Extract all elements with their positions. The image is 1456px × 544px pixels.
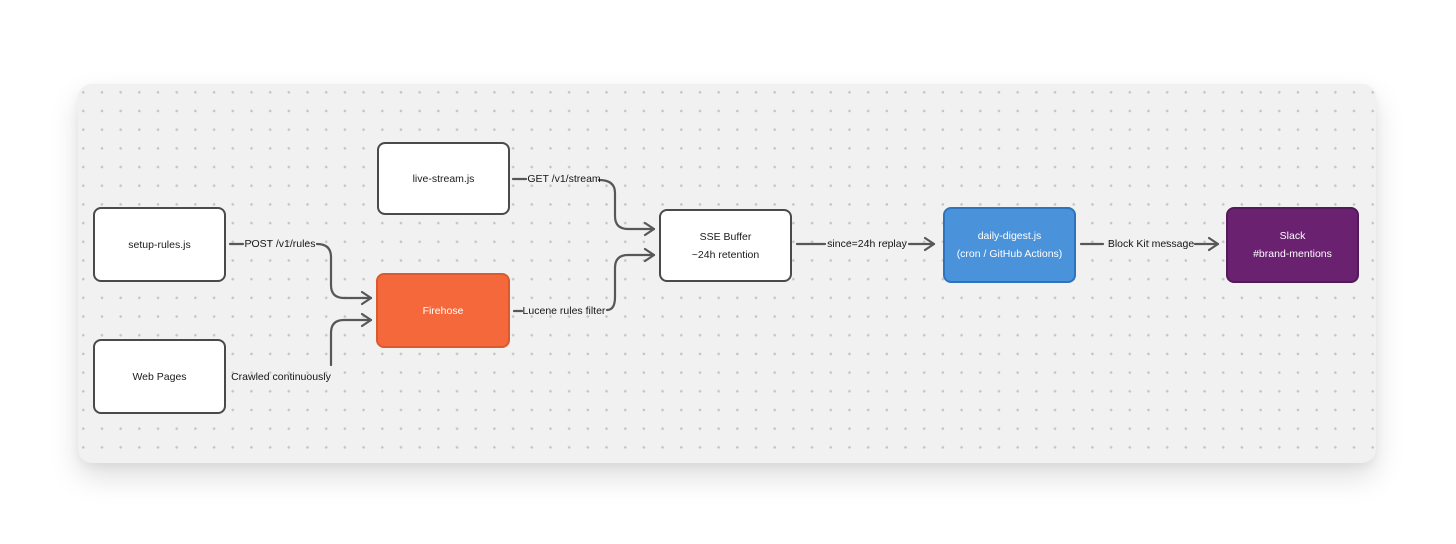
node-setup-rules-js[interactable]: setup-rules.js	[93, 207, 226, 282]
node-live-stream-js[interactable]: live-stream.js	[377, 142, 510, 215]
node-slack[interactable]: Slack #brand-mentions	[1226, 207, 1359, 283]
edge-label-crawled[interactable]: Crawled continuously	[231, 371, 331, 383]
node-slack-subtitle: #brand-mentions	[1253, 248, 1332, 260]
edge-crawled-curve[interactable]	[329, 312, 373, 367]
node-sse-buffer-title: SSE Buffer	[699, 230, 752, 243]
node-web-pages-label: Web Pages	[132, 370, 187, 383]
node-daily-digest-js[interactable]: daily-digest.js (cron / GitHub Actions)	[943, 207, 1076, 283]
node-firehose[interactable]: Firehose	[376, 273, 510, 348]
edge-label-since-replay[interactable]: since=24h replay	[827, 238, 907, 250]
connectors-layer	[228, 177, 1220, 367]
node-setup-rules-js-label: setup-rules.js	[128, 238, 191, 251]
node-daily-digest-js-title: daily-digest.js	[977, 230, 1042, 242]
diagram-canvas[interactable]: live-stream.js setup-rules.js Web Pages …	[78, 84, 1376, 463]
node-daily-digest-js-subtitle: (cron / GitHub Actions)	[956, 248, 1063, 260]
node-live-stream-js-label: live-stream.js	[412, 172, 475, 185]
edge-post-rules-curve[interactable]	[315, 242, 373, 306]
node-slack-title: Slack	[1279, 230, 1306, 242]
node-sse-buffer-subtitle: ~24h retention	[691, 248, 760, 261]
edge-lucene-curve[interactable]	[605, 247, 656, 312]
node-web-pages[interactable]: Web Pages	[93, 339, 226, 414]
edge-label-block-kit[interactable]: Block Kit message	[1107, 238, 1195, 250]
edge-get-stream-curve[interactable]	[597, 178, 656, 237]
node-firehose-label: Firehose	[422, 304, 464, 317]
edge-label-get-stream[interactable]: GET /v1/stream	[527, 173, 601, 185]
node-sse-buffer[interactable]: SSE Buffer ~24h retention	[659, 209, 792, 282]
edge-label-lucene-filter[interactable]: Lucene rules filter	[522, 305, 606, 317]
edge-label-post-rules[interactable]: POST /v1/rules	[244, 238, 316, 250]
